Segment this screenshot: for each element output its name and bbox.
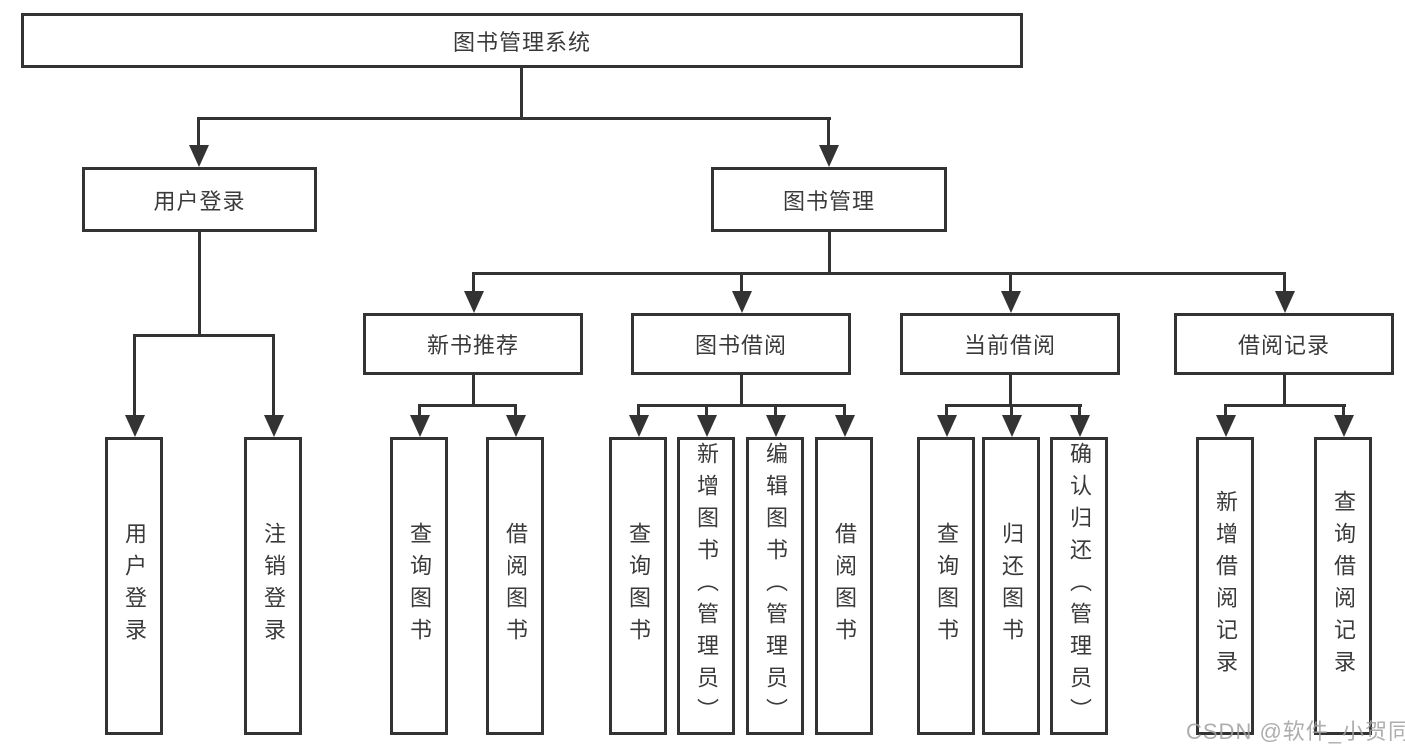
leaf-label-bb-borrow-books: 借阅图书 xyxy=(832,522,857,650)
connector-drop-cb-return xyxy=(1010,404,1013,415)
arrowhead-rec-borrow xyxy=(506,415,526,437)
leaf-cb-confirm-return-admin: 确认归还（管理员） xyxy=(1050,437,1108,735)
arrowhead-new-book-rec xyxy=(464,291,484,313)
arrowhead-book-mgmt xyxy=(819,145,839,167)
connector-current-borrow-hbar xyxy=(945,404,1082,407)
connector-drop-book-borrow xyxy=(740,272,743,291)
leaf-user-login: 用户登录 xyxy=(105,437,163,735)
leaf-label-cb-query-books: 查询图书 xyxy=(934,522,959,650)
leaf-br-query-record: 查询借阅记录 xyxy=(1314,437,1372,735)
connector-book-borrow-stem xyxy=(740,375,743,407)
leaf-rec-borrow-books: 借阅图书 xyxy=(486,437,544,735)
node-label-book-borrow: 图书借阅 xyxy=(694,333,787,358)
leaf-bb-borrow-books: 借阅图书 xyxy=(815,437,873,735)
leaf-label-bb-edit-books-admin: 编辑图书（管理员） xyxy=(763,442,788,730)
leaf-label-cb-confirm-return-admin: 确认归还（管理员） xyxy=(1067,442,1092,730)
csdn-watermark: CSDN @软件_小贺同学 xyxy=(1186,719,1405,744)
leaf-label-rec-query-books: 查询图书 xyxy=(407,522,432,650)
leaf-label-rec-borrow-books: 借阅图书 xyxy=(503,522,528,650)
connector-drop-cb-query xyxy=(945,404,948,415)
arrowhead-book-borrow xyxy=(732,291,752,313)
connector-drop-cb-confirm xyxy=(1078,404,1081,415)
connector-drop-bb-borrow xyxy=(843,404,846,415)
connector-drop-br-add xyxy=(1224,404,1227,415)
connector-borrow-records-stem xyxy=(1283,375,1286,407)
connector-drop-current-borrow xyxy=(1009,272,1012,291)
leaf-bb-edit-books-admin: 编辑图书（管理员） xyxy=(746,437,804,735)
arrowhead-bb-borrow xyxy=(835,415,855,437)
arrowhead-current-borrow xyxy=(1001,291,1021,313)
leaf-br-add-record: 新增借阅记录 xyxy=(1196,437,1254,735)
connector-root-hbar xyxy=(197,117,831,120)
leaf-logout: 注销登录 xyxy=(244,437,302,735)
connector-drop-br-query xyxy=(1342,404,1345,415)
connector-root-stem xyxy=(520,68,523,120)
leaf-cb-return-books: 归还图书 xyxy=(982,437,1040,735)
node-label-book-mgmt: 图书管理 xyxy=(782,188,875,214)
connector-drop-leaf-logout xyxy=(272,334,275,415)
node-label-user-login: 用户登录 xyxy=(153,188,246,214)
connector-borrow-records-hbar xyxy=(1224,404,1346,407)
connector-drop-borrow-records xyxy=(1283,272,1286,291)
connector-book-mgmt-hbar xyxy=(472,272,1286,275)
node-label-system-root: 图书管理系统 xyxy=(452,29,591,55)
arrowhead-rec-query xyxy=(410,415,430,437)
arrowhead-leaf-login xyxy=(125,415,145,437)
node-label-new-book-rec: 新书推荐 xyxy=(426,333,519,358)
leaf-cb-query-books: 查询图书 xyxy=(917,437,975,735)
connector-user-login-hbar xyxy=(133,334,275,337)
arrowhead-cb-query xyxy=(937,415,957,437)
node-user-login: 用户登录 xyxy=(82,167,317,232)
arrowhead-borrow-records xyxy=(1275,291,1295,313)
connector-drop-book-mgmt xyxy=(827,117,830,145)
arrowhead-bb-query xyxy=(629,415,649,437)
leaf-label-br-query-record: 查询借阅记录 xyxy=(1331,490,1356,682)
arrowhead-leaf-logout xyxy=(264,415,284,437)
connector-book-borrow-hbar xyxy=(637,404,846,407)
leaf-bb-add-books-admin: 新增图书（管理员） xyxy=(677,437,735,735)
node-label-current-borrow: 当前借阅 xyxy=(963,333,1056,358)
connector-drop-rec-borrow xyxy=(514,404,517,415)
connector-book-mgmt-stem xyxy=(828,232,831,275)
node-book-borrow: 图书借阅 xyxy=(631,313,851,375)
connector-user-login-stem xyxy=(198,232,201,337)
arrowhead-br-query xyxy=(1334,415,1354,437)
arrowhead-br-add xyxy=(1216,415,1236,437)
connector-drop-bb-query xyxy=(637,404,640,415)
node-new-book-rec: 新书推荐 xyxy=(363,313,583,375)
arrowhead-bb-add xyxy=(697,415,717,437)
connector-drop-new-book-rec xyxy=(472,272,475,291)
connector-drop-bb-add xyxy=(705,404,708,415)
leaf-label-user-login: 用户登录 xyxy=(122,522,147,650)
node-book-mgmt: 图书管理 xyxy=(711,167,947,232)
connector-new-book-rec-stem xyxy=(472,375,475,407)
node-current-borrow: 当前借阅 xyxy=(900,313,1120,375)
leaf-label-bb-add-books-admin: 新增图书（管理员） xyxy=(694,442,719,730)
connector-drop-rec-query xyxy=(418,404,421,415)
leaf-rec-query-books: 查询图书 xyxy=(390,437,448,735)
leaf-bb-query-books: 查询图书 xyxy=(609,437,667,735)
leaf-label-cb-return-books: 归还图书 xyxy=(999,522,1024,650)
leaf-label-logout: 注销登录 xyxy=(261,522,286,650)
node-system-root: 图书管理系统 xyxy=(21,13,1023,68)
connector-drop-bb-edit xyxy=(774,404,777,415)
connector-drop-leaf-login xyxy=(133,334,136,415)
node-borrow-records: 借阅记录 xyxy=(1174,313,1394,375)
connector-drop-user-login xyxy=(197,117,200,145)
arrowhead-cb-return xyxy=(1002,415,1022,437)
node-label-borrow-records: 借阅记录 xyxy=(1237,333,1330,358)
connector-new-book-rec-hbar xyxy=(418,404,517,407)
leaf-label-bb-query-books: 查询图书 xyxy=(626,522,651,650)
arrowhead-cb-confirm xyxy=(1070,415,1090,437)
arrowhead-user-login xyxy=(189,145,209,167)
leaf-label-br-add-record: 新增借阅记录 xyxy=(1213,490,1238,682)
arrowhead-bb-edit xyxy=(766,415,786,437)
connector-current-borrow-stem xyxy=(1009,375,1012,407)
